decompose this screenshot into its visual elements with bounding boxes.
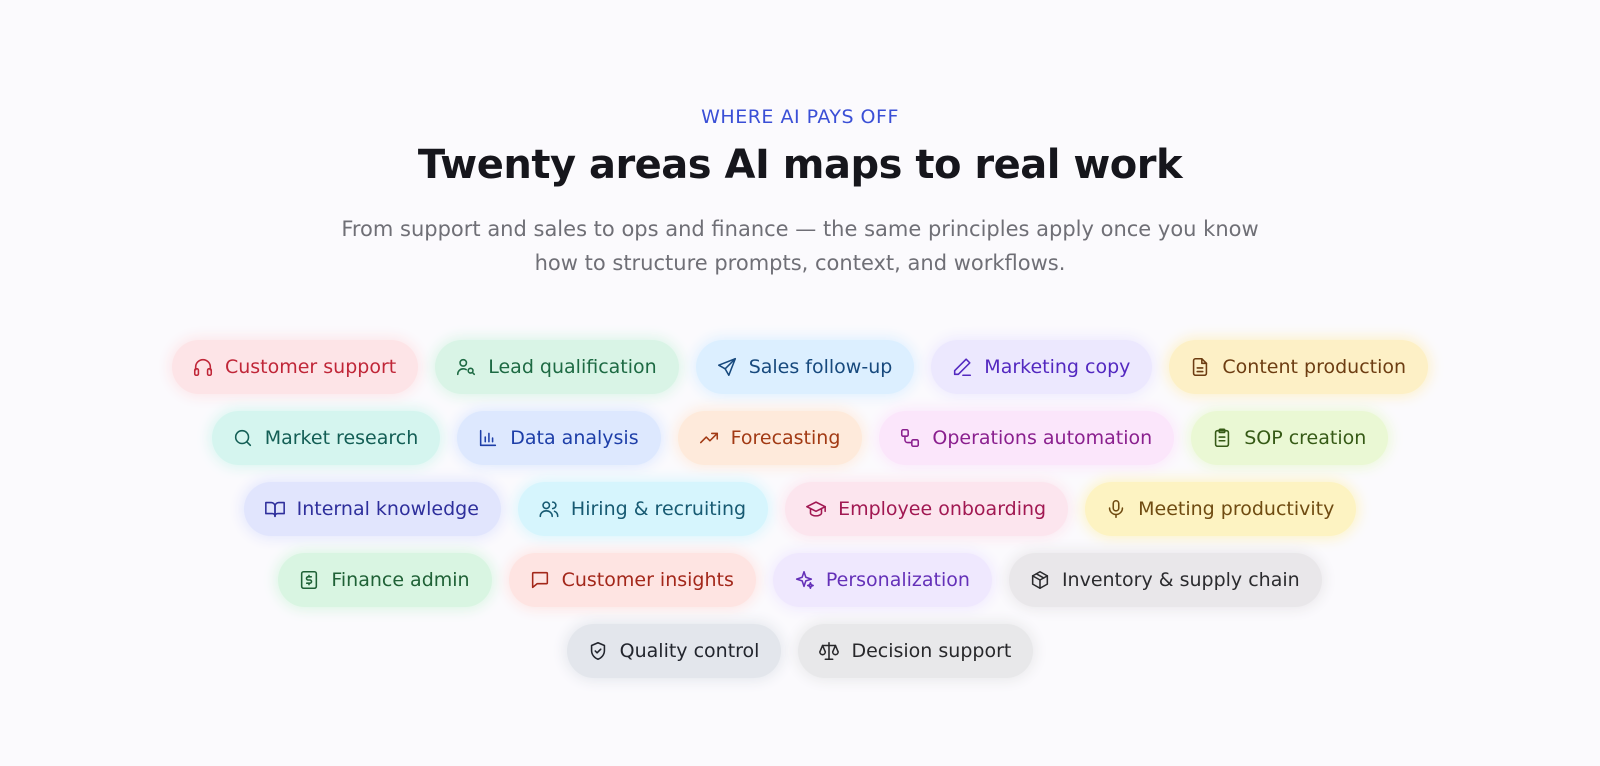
section-headline: Twenty areas AI maps to real work — [417, 142, 1183, 188]
pen-icon — [951, 356, 973, 378]
graduation-cap-icon — [805, 498, 827, 520]
chip-label: Meeting productivity — [1138, 498, 1335, 520]
chip-label: Finance admin — [331, 569, 470, 591]
mic-icon — [1105, 498, 1127, 520]
trending-up-icon — [698, 427, 720, 449]
use-case-chip[interactable]: Customer support — [171, 340, 419, 394]
use-case-chip[interactable]: Decision support — [798, 624, 1034, 678]
chip-label: Lead qualification — [488, 356, 657, 378]
chip-label: Sales follow-up — [748, 356, 893, 378]
subtitle-line-1: From support and sales to ops and financ… — [341, 217, 1259, 241]
use-case-chip[interactable]: Marketing copy — [931, 340, 1153, 394]
subtitle-line-2: how to structure prompts, context, and w… — [534, 251, 1066, 275]
chip-row: Internal knowledge Hiring & recruiting Emp… — [243, 482, 1357, 536]
section-subtitle: From support and sales to ops and financ… — [300, 212, 1300, 280]
use-case-chip[interactable]: Inventory & supply chain — [1008, 553, 1322, 607]
message-square-icon — [529, 569, 551, 591]
chip-label: Decision support — [851, 640, 1012, 662]
use-case-chip[interactable]: Sales follow-up — [695, 340, 915, 394]
use-case-chip[interactable]: Internal knowledge — [243, 482, 501, 536]
use-case-chip[interactable]: Personalization — [772, 553, 992, 607]
use-case-chip[interactable]: Meeting productivity — [1085, 482, 1357, 536]
clipboard-list-icon — [1211, 427, 1233, 449]
chip-label: Operations automation — [932, 427, 1153, 449]
chip-label: Market research — [264, 427, 419, 449]
bar-chart-icon — [477, 427, 499, 449]
use-case-chip[interactable]: Content production — [1169, 340, 1429, 394]
chip-label: Internal knowledge — [296, 498, 479, 520]
use-case-chip[interactable]: Finance admin — [278, 553, 492, 607]
use-case-chip[interactable]: Market research — [211, 411, 441, 465]
chip-label: Forecasting — [730, 427, 841, 449]
receipt-icon — [298, 569, 320, 591]
chip-label: Hiring & recruiting — [570, 498, 747, 520]
use-case-chip[interactable]: SOP creation — [1191, 411, 1389, 465]
users-icon — [538, 498, 560, 520]
use-case-chip[interactable]: Employee onboarding — [785, 482, 1069, 536]
chip-row: Customer support Lead qualification Sales … — [171, 340, 1429, 394]
scale-icon — [818, 640, 840, 662]
chip-row: Quality control Decision support — [566, 624, 1034, 678]
book-open-icon — [264, 498, 286, 520]
file-text-icon — [1189, 356, 1211, 378]
search-icon — [232, 427, 254, 449]
headphones-icon — [192, 356, 214, 378]
user-search-icon — [455, 356, 477, 378]
chip-label: Personalization — [825, 569, 970, 591]
use-case-chip[interactable]: Operations automation — [879, 411, 1175, 465]
use-case-chip[interactable]: Customer insights — [508, 553, 756, 607]
chip-label: SOP creation — [1244, 427, 1367, 449]
chip-row: Market research Data analysis Forecasting O… — [211, 411, 1389, 465]
chip-label: Quality control — [619, 640, 760, 662]
chip-row: Finance admin Customer insights Personaliz… — [278, 553, 1322, 607]
section-eyebrow: WHERE AI PAYS OFF — [701, 106, 899, 128]
use-case-chips: Customer support Lead qualification Sales … — [80, 340, 1520, 678]
workflow-icon — [899, 427, 921, 449]
use-case-chip[interactable]: Hiring & recruiting — [517, 482, 769, 536]
use-case-chip[interactable]: Data analysis — [457, 411, 661, 465]
chip-label: Data analysis — [510, 427, 639, 449]
use-case-chip[interactable]: Forecasting — [677, 411, 863, 465]
chip-label: Employee onboarding — [838, 498, 1047, 520]
sparkles-icon — [793, 569, 815, 591]
chip-label: Marketing copy — [984, 356, 1131, 378]
use-case-chip[interactable]: Lead qualification — [435, 340, 679, 394]
use-case-chip[interactable]: Quality control — [566, 624, 782, 678]
chip-label: Inventory & supply chain — [1061, 569, 1300, 591]
chip-label: Customer support — [224, 356, 397, 378]
chip-label: Customer insights — [561, 569, 734, 591]
package-icon — [1029, 569, 1051, 591]
send-icon — [716, 356, 738, 378]
chip-label: Content production — [1222, 356, 1407, 378]
shield-check-icon — [587, 640, 609, 662]
